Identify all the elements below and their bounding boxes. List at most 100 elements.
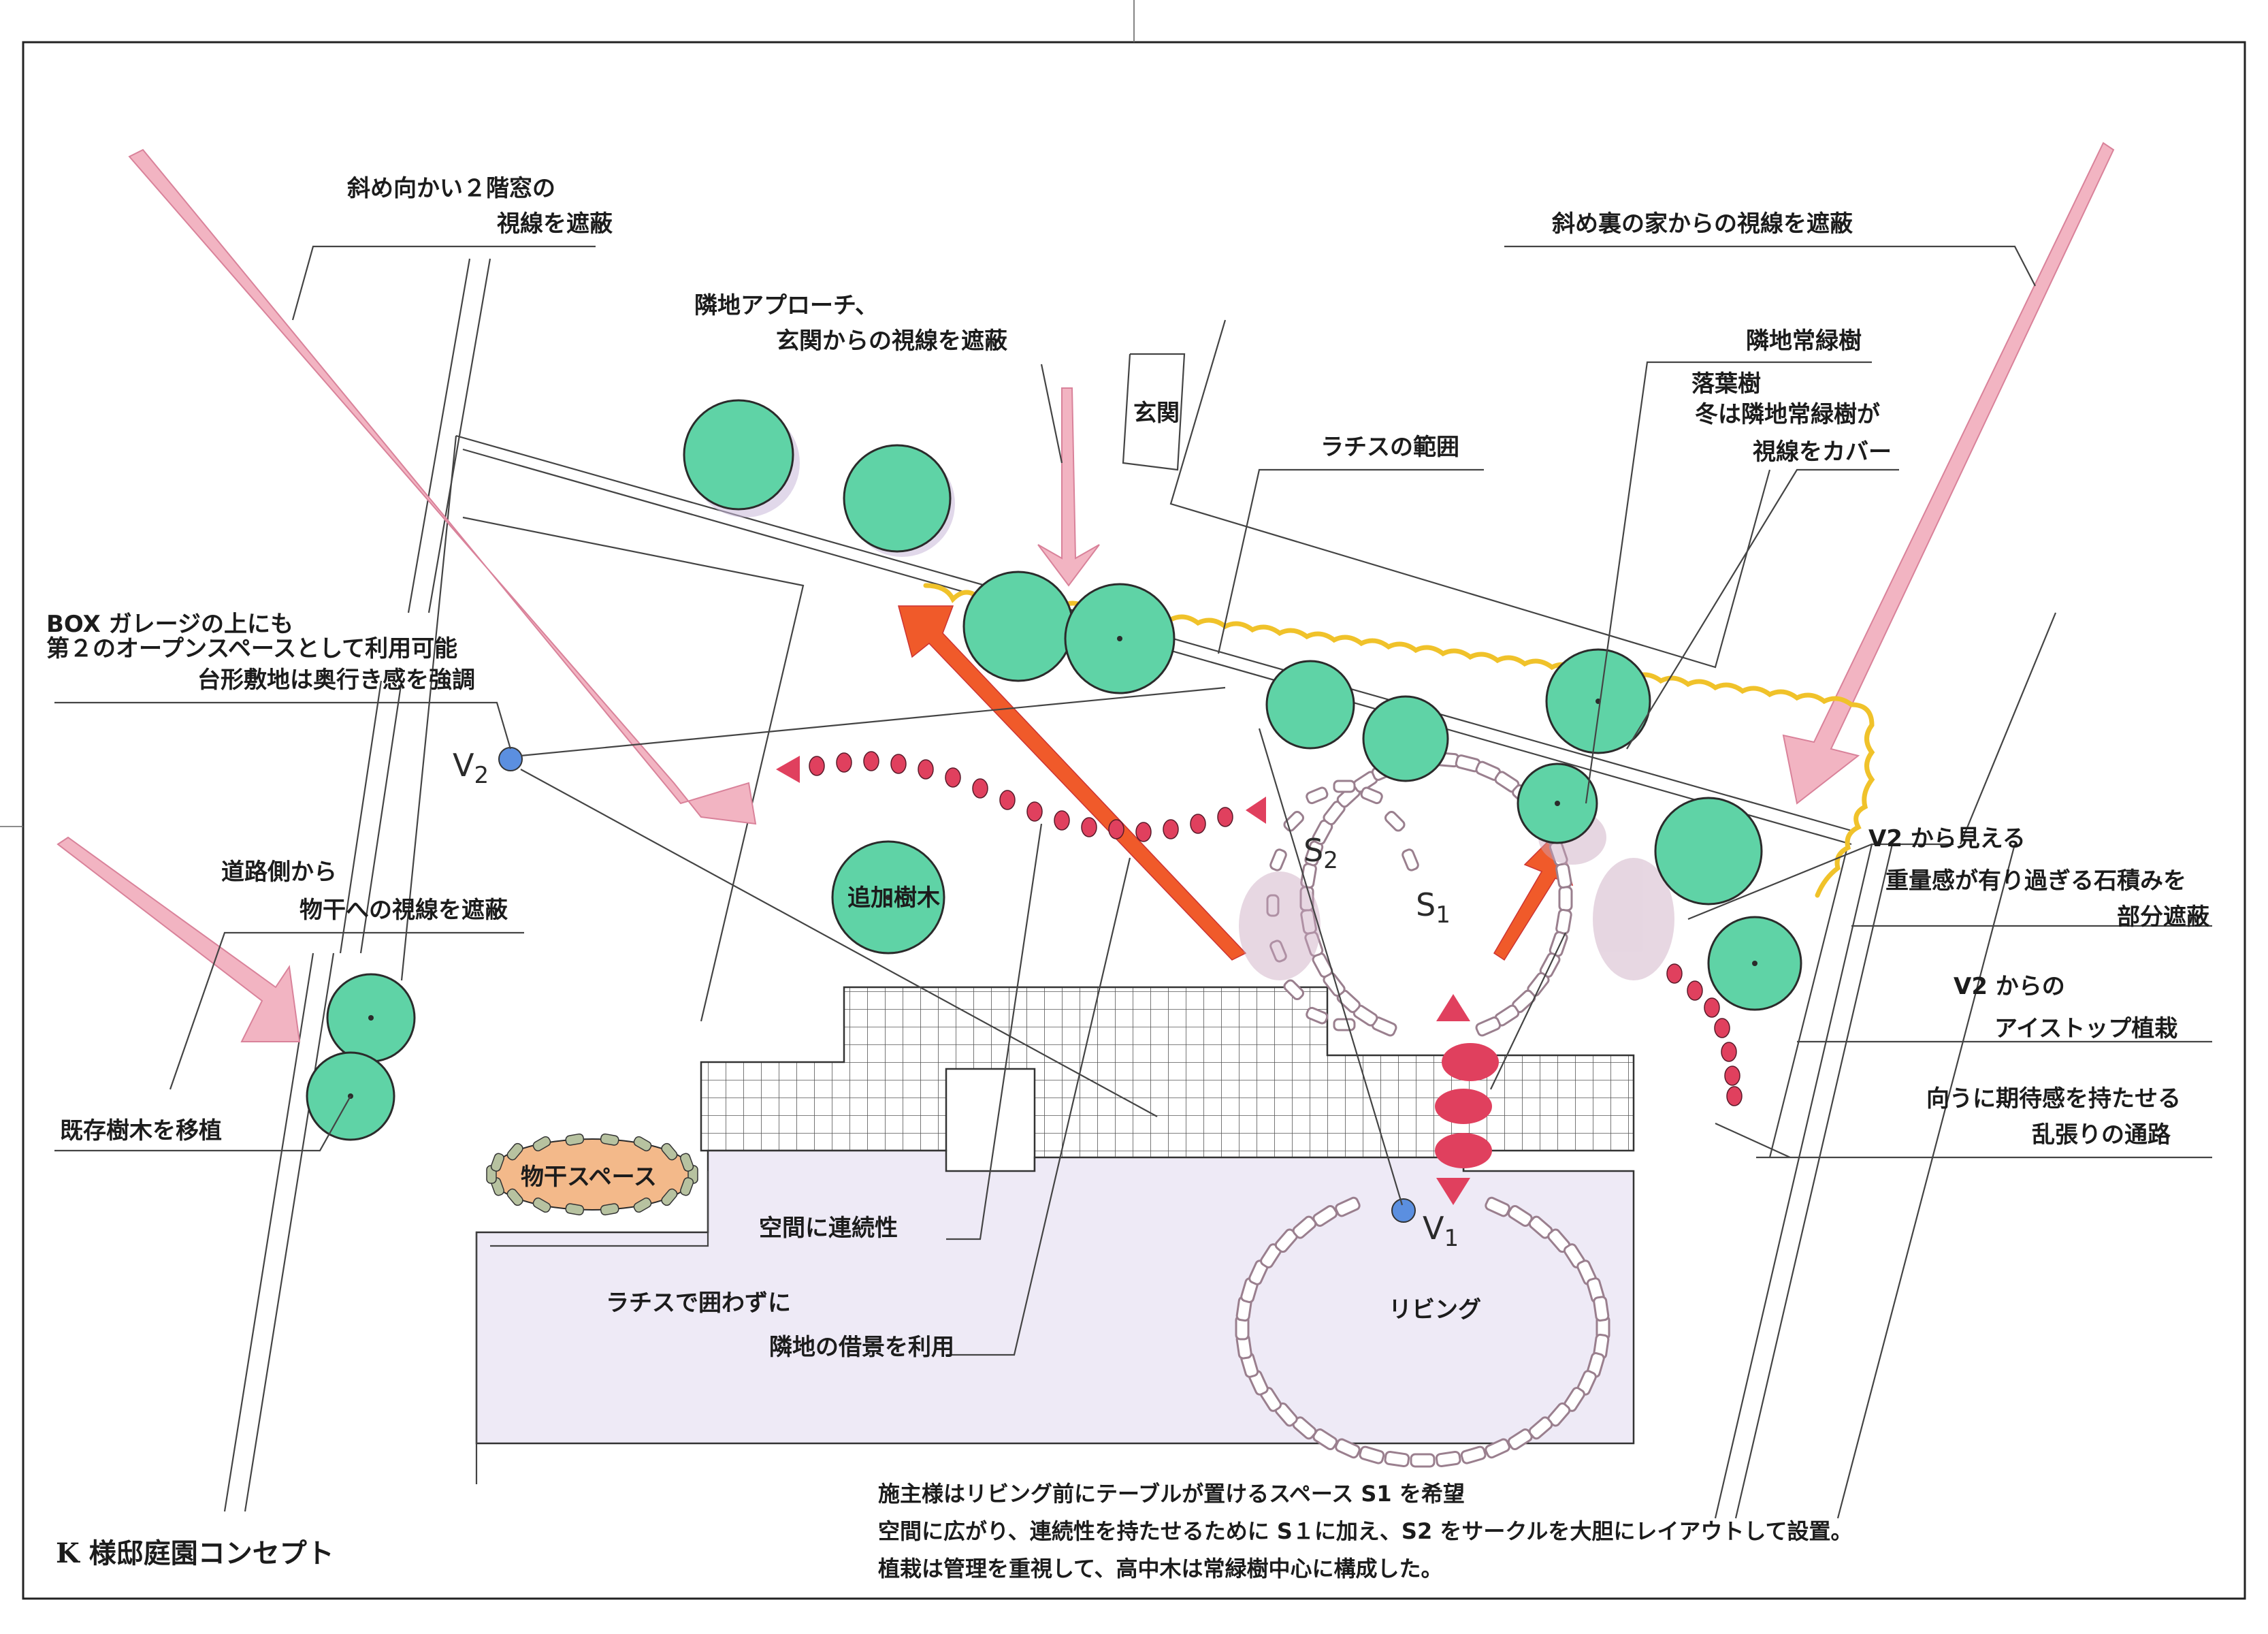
stepping-stone xyxy=(532,1136,551,1152)
label-window2f-l2: 視線を遮蔽 xyxy=(497,210,613,238)
path-dot xyxy=(809,756,825,776)
stepping-stone xyxy=(1283,810,1305,832)
sightline-arrow-window2f xyxy=(128,148,757,825)
path-dot xyxy=(918,759,934,780)
stepping-stone xyxy=(661,1142,678,1161)
label-approach-l2: 玄関からの視線を遮蔽 xyxy=(776,327,1008,355)
stepping-stone xyxy=(1555,908,1572,935)
stepping-stone xyxy=(1283,979,1305,1001)
view-arrows xyxy=(898,605,1574,961)
viewpoint-v2 xyxy=(498,747,523,771)
label-box-l3: 台形敷地は奥行き感を強調 xyxy=(197,667,475,694)
path-dot xyxy=(863,751,879,771)
path-dot xyxy=(1687,980,1703,1001)
label-path-l2: 乱張りの通路 xyxy=(2032,1121,2171,1149)
stepping-stone xyxy=(679,1177,694,1196)
label-added-tree: 追加樹木 xyxy=(847,884,940,912)
tree-2 xyxy=(843,444,952,553)
stepping-stone xyxy=(1333,1018,1356,1031)
dotted-path-arrowhead-right xyxy=(1246,797,1266,824)
stepping-stone xyxy=(565,1133,585,1146)
note-line-3: 植栽は管理を重視して、高中木は常緑樹中心に構成した。 xyxy=(878,1556,1442,1582)
path-dot xyxy=(1704,997,1720,1018)
stepping-stone xyxy=(1306,786,1329,805)
sightline-arrow-rear-house xyxy=(1782,142,2115,805)
tree-6 xyxy=(1362,695,1449,782)
stepping-stone xyxy=(1410,1453,1436,1468)
path-dot xyxy=(999,790,1016,810)
stepping-stone xyxy=(1333,780,1356,793)
label-box-l2: 第２のオープンスペースとして利用可能 xyxy=(46,635,457,662)
path-dot xyxy=(945,767,961,788)
view-arrow-main xyxy=(898,605,1247,961)
path-dot xyxy=(890,754,907,774)
path-dot xyxy=(1726,1086,1743,1106)
path-dot xyxy=(1163,819,1179,839)
path-dot xyxy=(972,778,988,799)
stepping-stone xyxy=(1460,1445,1487,1464)
path-dot xyxy=(1190,814,1206,834)
dotted-path-arrowhead-left xyxy=(776,756,800,783)
stepping-stone xyxy=(532,1197,551,1213)
stepping-stone xyxy=(661,1188,678,1206)
note-line-2: 空間に広がり、連続性を持たせるために S１に加え、S2 をサークルを大胆にレイア… xyxy=(878,1518,1852,1544)
stepping-stone xyxy=(1435,1450,1461,1468)
label-v1: V1 xyxy=(1423,1210,1459,1252)
label-deciduous-l1: 落葉樹 xyxy=(1691,370,1761,398)
tree-center-dots xyxy=(348,636,1757,1099)
stepping-stone xyxy=(1335,1196,1361,1217)
tree-1 xyxy=(683,399,794,511)
road-lines xyxy=(223,258,491,1512)
stepping-stone xyxy=(1384,810,1406,832)
label-v2-stone-l2: 重量感が有り過ぎる石積みを xyxy=(1885,867,2186,895)
stepping-stone xyxy=(1402,848,1419,871)
stepping-stone xyxy=(565,1203,585,1216)
drying-space-stones xyxy=(486,1133,698,1216)
stepping-stone xyxy=(600,1203,619,1216)
stepping-stone xyxy=(1266,894,1280,917)
page-title: K 様邸庭園コンセプト xyxy=(56,1537,334,1569)
path-dot xyxy=(1714,1018,1730,1038)
tree-5 xyxy=(1265,660,1355,750)
stepping-stone xyxy=(633,1197,652,1213)
label-spatial-continuity: 空間に連続性 xyxy=(759,1215,898,1242)
dotted-path-right xyxy=(1666,963,1743,1106)
label-road-l1: 道路側から xyxy=(221,859,337,886)
stepping-stone xyxy=(506,1188,523,1206)
label-box-l1: BOX ガレージの上にも xyxy=(46,611,293,638)
stepping-stones xyxy=(1235,752,1610,1468)
leader-lines xyxy=(54,245,2212,1356)
label-lattice-borrow-l1: ラチスで囲わずに xyxy=(606,1289,791,1317)
dotted-path-upper xyxy=(809,751,1233,842)
path-dot xyxy=(1217,807,1233,827)
label-lattice-borrow-l2: 隣地の借景を利用 xyxy=(769,1334,954,1361)
sightline-arrow-road xyxy=(56,836,301,1042)
path-dot xyxy=(1666,963,1683,984)
stepping-stone xyxy=(1269,848,1287,871)
stepping-stone xyxy=(1359,1445,1385,1464)
stepping-stone xyxy=(1507,1428,1533,1451)
label-deciduous-l2: 冬は隣地常緑樹が xyxy=(1695,401,1880,428)
label-window2f-l1: 斜め向かい２階窓の xyxy=(347,175,555,202)
label-neighbor-evergreen: 隣地常緑樹 xyxy=(1746,327,1862,355)
sightline-arrows xyxy=(56,142,2115,1042)
path-dot xyxy=(836,752,852,773)
stepping-stone xyxy=(1306,1006,1329,1025)
label-path-l1: 向うに期待感を持たせる xyxy=(1926,1085,2181,1112)
building-wall xyxy=(475,1171,709,1484)
path-dot xyxy=(1108,819,1124,839)
stepping-stone xyxy=(1485,1438,1510,1459)
label-v2-stone-l3: 部分遮蔽 xyxy=(2117,903,2210,931)
sightline-arrow-approach xyxy=(1037,387,1100,587)
building-interior xyxy=(475,1149,1635,1445)
stepping-stone xyxy=(1360,786,1383,805)
label-existing-tree: 既存樹木を移植 xyxy=(60,1117,222,1144)
stepping-stone xyxy=(1558,886,1573,912)
viewpoint-v1 xyxy=(1391,1198,1416,1223)
label-drying-space: 物干スペース xyxy=(521,1164,657,1191)
dotted-path-center xyxy=(1435,994,1499,1205)
stepping-stone xyxy=(600,1133,619,1146)
path-dot xyxy=(1724,1066,1740,1086)
path-dot xyxy=(1081,817,1097,837)
path-dot xyxy=(1721,1042,1737,1062)
